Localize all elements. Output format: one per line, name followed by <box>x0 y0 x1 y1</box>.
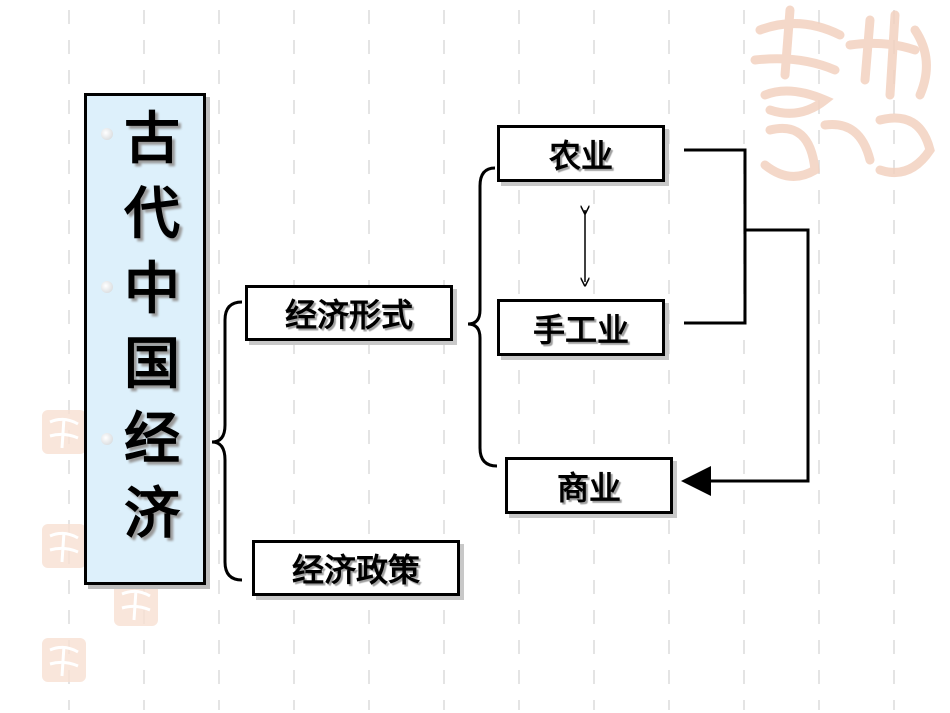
title-char: 济 <box>124 482 180 547</box>
node-label: 手工业 <box>532 310 629 349</box>
bg-guide <box>68 10 70 710</box>
node-economic-policy: 经济政策 <box>252 540 460 596</box>
bg-guide <box>443 10 445 710</box>
bg-guide <box>293 10 295 710</box>
title-char: 古 <box>124 107 180 172</box>
node-agriculture: 农业 <box>497 125 665 182</box>
node-handicraft: 手工业 <box>497 299 665 356</box>
bg-guide <box>518 10 520 710</box>
bg-guide <box>218 10 220 710</box>
bg-guide <box>818 10 820 710</box>
title-char: 代 <box>124 182 180 247</box>
merge-bracket <box>684 148 747 325</box>
bg-guide <box>368 10 370 710</box>
left-brace <box>211 300 243 582</box>
node-commerce: 商业 <box>505 457 673 514</box>
bg-guide <box>743 10 745 710</box>
node-label: 经济形式 <box>284 296 413 334</box>
node-label: 农业 <box>548 136 613 175</box>
node-label: 经济政策 <box>291 551 420 589</box>
bullet-icon <box>101 281 113 293</box>
title-char: 国 <box>124 332 180 397</box>
title-char: 中 <box>124 257 180 322</box>
title-text: 古 代 中 国 经 济 <box>87 102 203 552</box>
right-brace <box>467 166 498 468</box>
flow-to-commerce <box>681 228 810 496</box>
bg-guide <box>893 10 895 710</box>
bullet-icon <box>101 128 113 140</box>
node-label: 商业 <box>556 468 621 507</box>
node-economic-forms: 经济形式 <box>245 285 453 341</box>
bullet-icon <box>101 433 113 445</box>
bg-guide <box>593 10 595 710</box>
bg-guide <box>668 10 670 710</box>
title-char: 经 <box>124 407 180 472</box>
title-box: 古 代 中 国 经 济 <box>84 93 206 585</box>
